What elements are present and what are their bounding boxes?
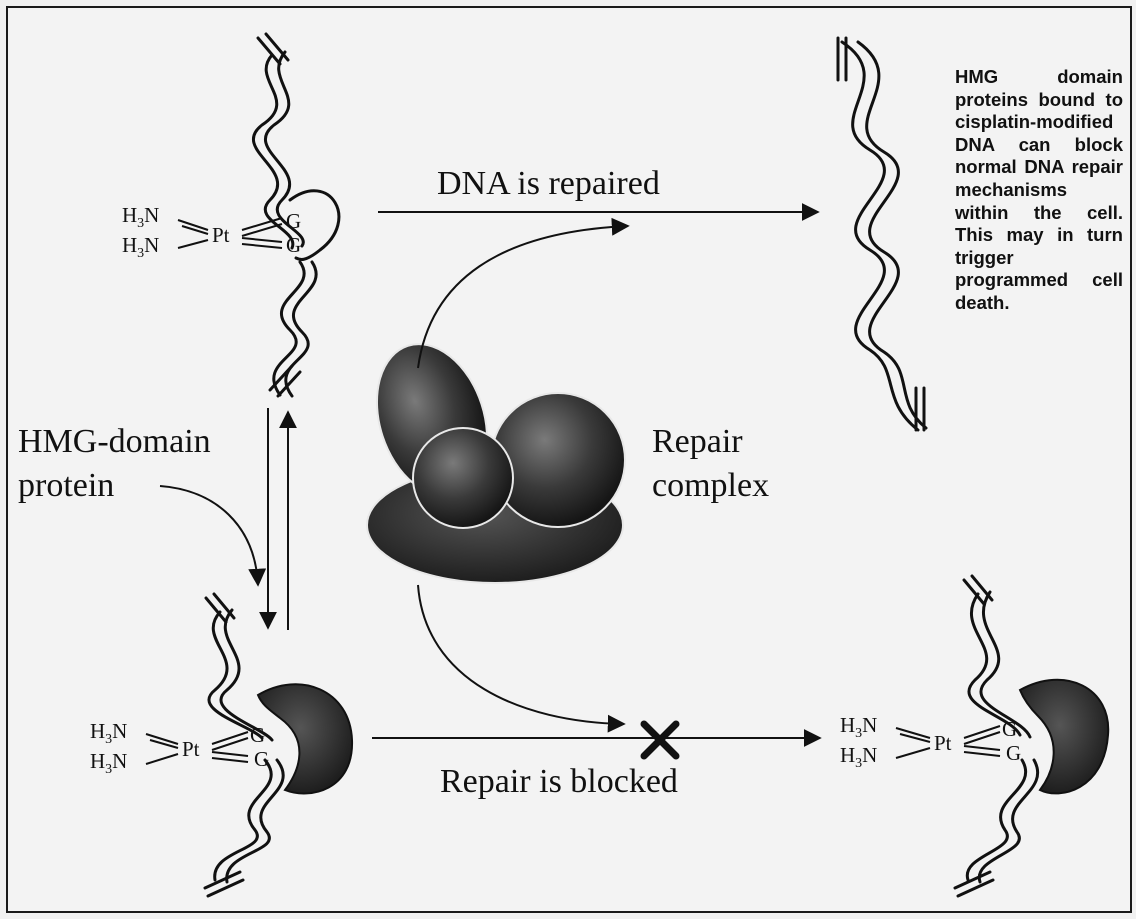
hmg-bound-dna-left [205, 594, 283, 896]
amine-2: H3N [122, 233, 159, 261]
hmg-protein-right [1020, 680, 1108, 794]
repaired-dna [838, 38, 926, 430]
amine-3: H3N [90, 719, 127, 747]
amine-1: H3N [122, 203, 159, 231]
label-hmg-protein: protein [18, 467, 114, 504]
amine-5: H3N [840, 713, 877, 741]
block-x-mark [644, 724, 676, 756]
amine-4: H3N [90, 749, 127, 777]
guanine-bl-2: G [254, 747, 269, 771]
label-repair: Repair [652, 423, 743, 460]
arrow-hmg-pointer [160, 486, 258, 585]
guanine-top-1: G [286, 209, 301, 233]
platinum-bottom-right: Pt [934, 731, 952, 755]
repair-complex [358, 330, 625, 583]
arrow-complex-to-repair [418, 226, 628, 368]
label-repair-blocked: Repair is blocked [440, 763, 678, 800]
arrow-complex-to-block [418, 585, 624, 724]
label-hmg-domain: HMG-domain [18, 423, 211, 460]
label-dna-repaired: DNA is repaired [437, 165, 660, 202]
amine-6: H3N [840, 743, 877, 771]
platinum-top: Pt [212, 223, 230, 247]
platinum-bottom-left: Pt [182, 737, 200, 761]
guanine-br-1: G [1002, 717, 1017, 741]
guanine-top-2: G [286, 233, 301, 257]
guanine-br-2: G [1006, 741, 1021, 765]
cisplatin-adduct-bottom-right: H3N H3N Pt G G [840, 713, 1021, 771]
cisplatin-adduct-top: H3N H3N Pt G G [122, 203, 301, 261]
cisplatin-adduct-bottom-left: H3N H3N Pt G G [90, 719, 269, 777]
guanine-bl-1: G [250, 723, 265, 747]
label-complex: complex [652, 467, 769, 504]
figure-caption: HMG domain proteins bound to cisplatin-m… [955, 66, 1123, 315]
